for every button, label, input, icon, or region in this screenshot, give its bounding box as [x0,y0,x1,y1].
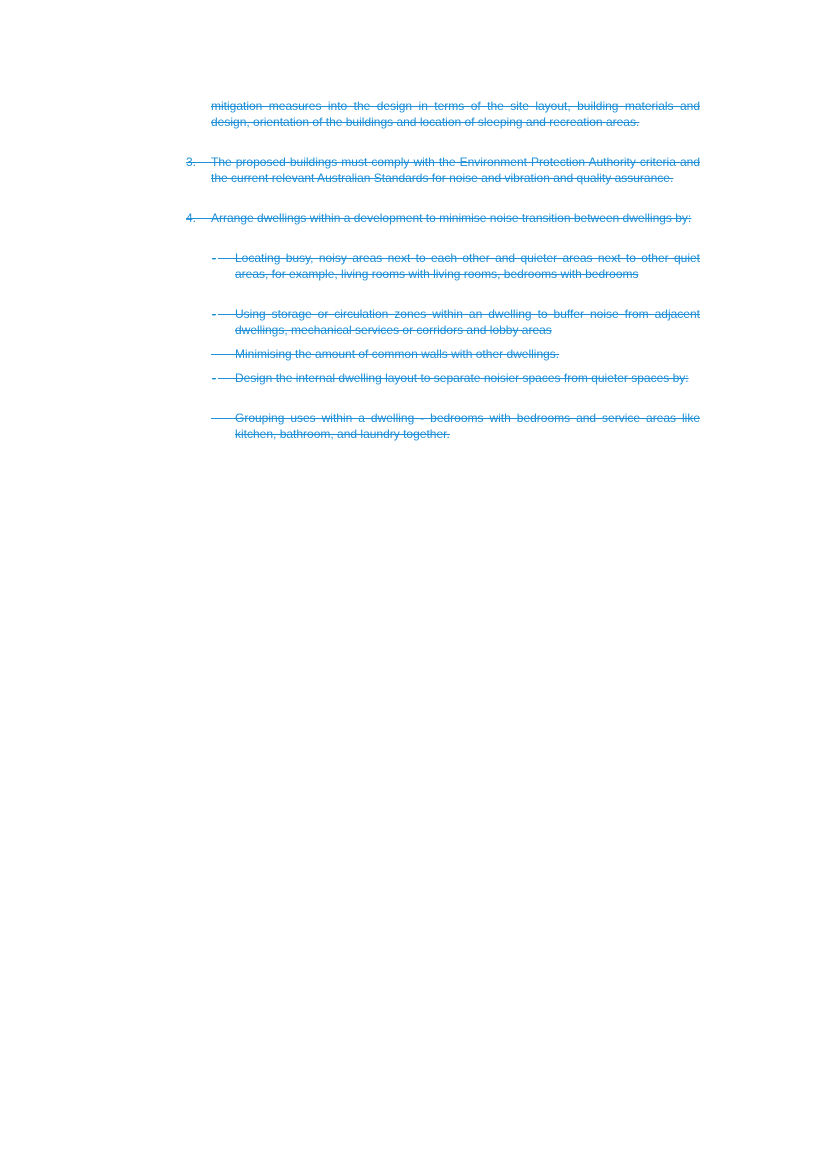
bullet-item-text: Grouping uses within a dwelling - bedroo… [235,411,700,441]
bullet-marker: - [212,371,216,385]
list-number-3: 3. [186,155,197,169]
tracked-deletion-tab [196,218,211,219]
bullet-item-text: Locating busy, noisy areas next to each … [235,251,700,281]
intro-continuation-paragraph: mitigation measures into the design in t… [211,99,700,129]
bullet-marker: - [212,307,216,321]
bullet-item-text: Using storage or circulation zones withi… [235,307,700,337]
bullet-marker: - [212,251,216,265]
list-item-3-text: The proposed buildings must comply with … [211,155,700,185]
tracked-deletion-tab [211,418,235,419]
tracked-deletion-tab [218,258,235,259]
bullet-item-text: Minimising the amount of common walls wi… [235,347,560,361]
bullet-item-text: Design the internal dwelling layout to s… [235,371,689,385]
tracked-deletion-tab [218,378,235,379]
list-number-4: 4. [186,211,197,225]
tracked-deletion-tab [196,162,211,163]
tracked-deletion-tab [211,354,235,355]
list-item-4-text: Arrange dwellings within a development t… [211,211,692,225]
tracked-deletion-tab [218,314,235,315]
